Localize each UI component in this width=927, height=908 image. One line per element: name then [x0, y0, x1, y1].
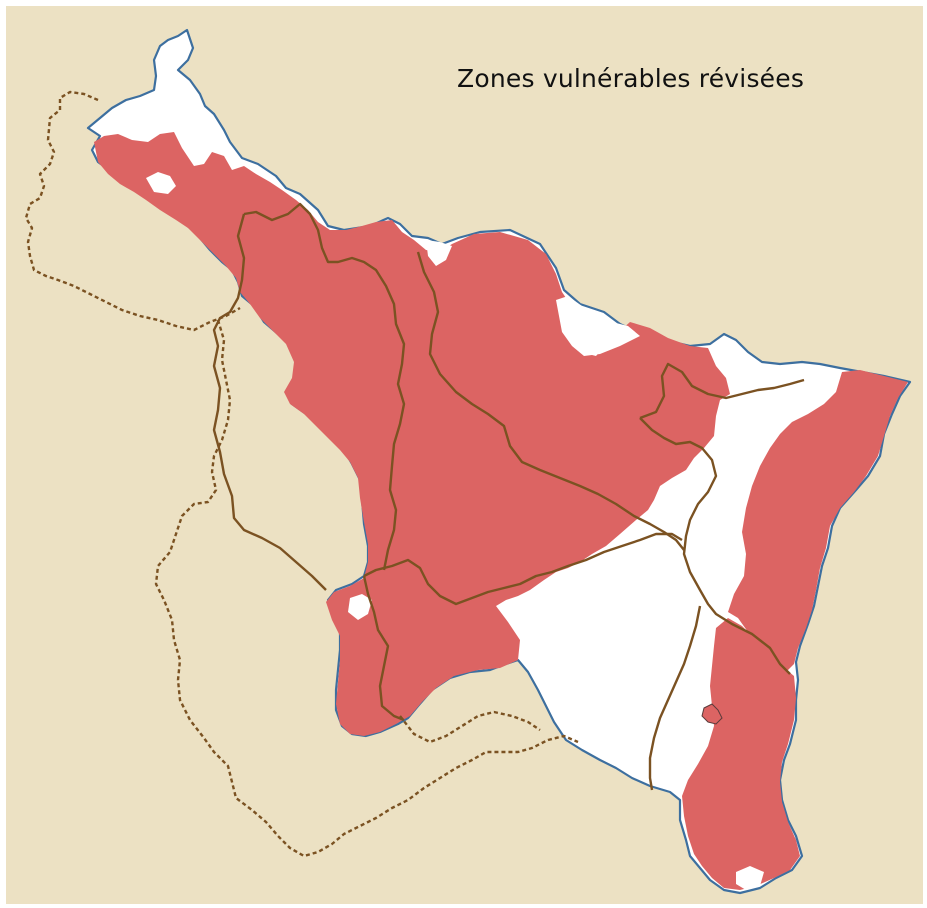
- department-boundary-8: [648, 605, 702, 791]
- department-boundary-7: [639, 417, 791, 675]
- vulnerable-zone-southeast: [682, 618, 800, 890]
- department-boundary-4: [363, 532, 683, 606]
- department-boundary-5: [362, 575, 405, 722]
- department-boundary-3: [416, 251, 685, 551]
- white-pocket-1: [146, 172, 176, 194]
- department-boundary-2: [212, 213, 327, 591]
- white-pocket-3: [348, 594, 372, 620]
- white-pocket-5: [736, 866, 764, 890]
- department-boundary-west: [24, 90, 241, 332]
- department-boundary-1: [243, 202, 406, 571]
- map-title: Zones vulnérables révisées: [457, 64, 805, 93]
- vulnerable-zone-northeast: [646, 360, 726, 450]
- white-pocket-2: [556, 296, 640, 356]
- vulnerable-zone-main: [94, 132, 730, 736]
- vulnerable-zone-east: [728, 370, 908, 672]
- white-pocket-4: [426, 240, 452, 266]
- small-commune-marker: [701, 703, 723, 725]
- department-boundary-6: [639, 362, 805, 420]
- department-boundary-south: [399, 710, 541, 744]
